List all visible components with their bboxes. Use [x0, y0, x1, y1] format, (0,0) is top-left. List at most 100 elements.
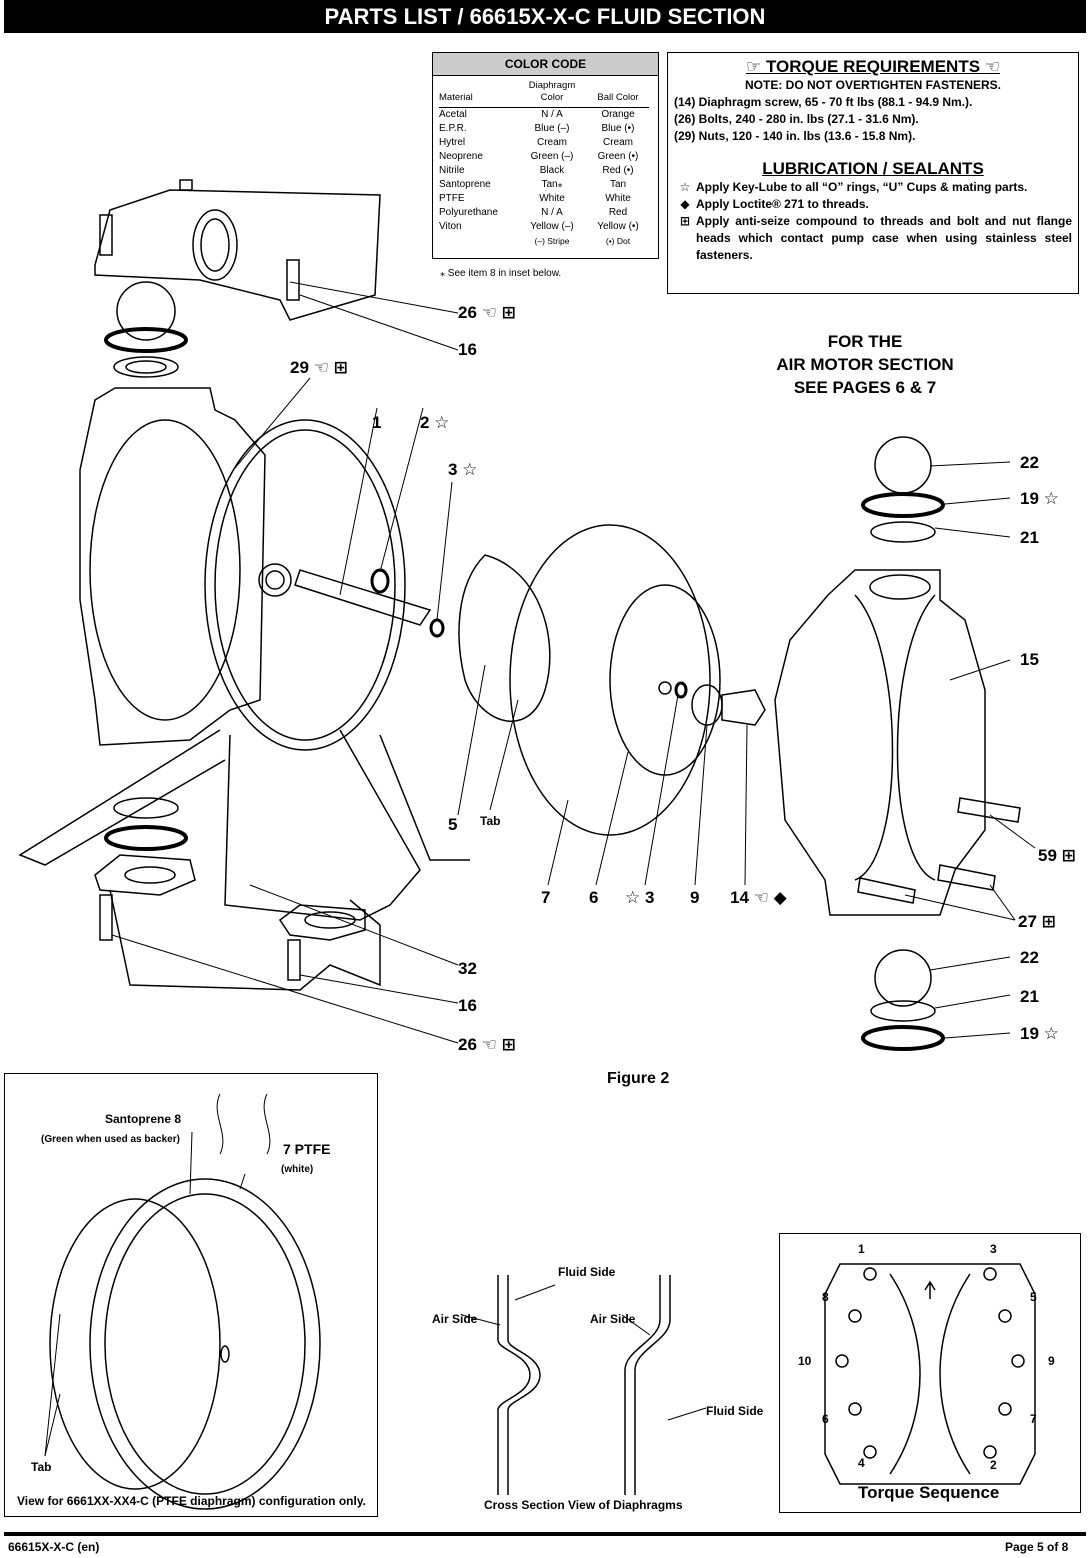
callout-19b: 19 ☆	[1020, 1024, 1059, 1043]
callout-19: 19 ☆	[1020, 489, 1059, 508]
footer-page-number: Page 5 of 8	[1005, 1540, 1069, 1554]
torque-requirements-box: ☞ TORQUE REQUIREMENTS ☜ NOTE: DO NOT OVE…	[667, 52, 1079, 294]
lube-item: ◆ Apply Loctite® 271 to threads.	[674, 196, 1072, 213]
callout-16b: 16	[458, 996, 477, 1015]
inset-ptfe-note: (white)	[281, 1164, 314, 1175]
torque-seq-3: 3	[990, 1242, 997, 1256]
callout-26: 26 ☜ ⊞	[458, 303, 516, 322]
color-code-row: Polyurethane N / A Red	[439, 206, 649, 220]
color-code-row: E.P.R.Blue (–)Blue (•)	[439, 122, 649, 136]
air-motor-note-line: AIR MOTOR SECTION	[776, 355, 954, 374]
bolt-59	[957, 797, 1021, 823]
color-code-cell-material: Santoprene	[439, 179, 491, 190]
legend-dot: (•) Dot	[605, 236, 631, 246]
color-code-cell-diaphragm: N / A	[541, 207, 563, 218]
callout-21: 21	[1020, 528, 1039, 547]
callout-3: 3 ☆	[448, 460, 478, 479]
color-code-cell-material: Polyurethane	[439, 207, 498, 218]
color-code-cell-ball: Yellow (•)	[597, 221, 639, 232]
callout-9: 9	[690, 888, 700, 907]
color-code-title: COLOR CODE	[433, 53, 658, 76]
air-side-label-1: Air Side	[432, 1312, 478, 1326]
callout-2: 2 ☆	[420, 413, 450, 432]
color-code-row: Viton Yellow (–) Yellow (•)	[439, 220, 649, 234]
screw-14	[721, 689, 766, 726]
top-manifold	[94, 179, 381, 321]
callout-6: 6	[589, 888, 599, 907]
torque-note: NOTE: DO NOT OVERTIGHTEN FASTENERS.	[744, 78, 1001, 92]
color-code-cell-diaphragm: Blue (–)	[534, 123, 570, 134]
diaphragm-7	[509, 524, 711, 836]
callout-27: 27 ⊞	[1018, 912, 1056, 931]
ball	[116, 281, 176, 341]
torque-item: (14) Diaphragm screw, 65 - 70 ft lbs (88…	[674, 95, 973, 109]
ptfe-inset-box: Santoprene 8 (Green when used as backer)…	[4, 1073, 378, 1517]
air-side-label-2: Air Side	[590, 1312, 636, 1326]
figure-label: Figure 2	[607, 1070, 670, 1087]
torque-seq-7: 7	[1030, 1412, 1037, 1426]
callout-22: 22	[1020, 453, 1039, 472]
inset-ptfe-label: 7 PTFE	[283, 1141, 331, 1157]
torque-sequence-caption: Torque Sequence	[858, 1483, 1000, 1502]
shaft	[294, 569, 432, 626]
color-code-cell-material: PTFE	[439, 193, 465, 204]
star-icon: ☆	[679, 180, 691, 194]
lube-item: ⊞Apply anti-seize compound to threads an…	[674, 213, 1072, 264]
color-code-cell-material: Acetal	[439, 109, 467, 120]
legend-stripe: (–) Stripe	[534, 236, 570, 246]
color-code-cell-ball: Orange	[601, 109, 635, 120]
torque-seq-6: 6	[822, 1412, 829, 1426]
diamond-icon: ◆	[680, 197, 690, 211]
color-code-cell-diaphragm: Green (–)	[530, 151, 574, 162]
callout-tab: Tab	[480, 814, 501, 828]
callout-15: 15	[1020, 650, 1039, 669]
color-code-cell-material: Hytrel	[439, 137, 466, 148]
air-motor-note: FOR THE AIR MOTOR SECTION SEE PAGES 6 & …	[765, 330, 965, 399]
ball	[874, 949, 932, 1007]
color-code-cell-material: E.P.R.	[439, 123, 467, 134]
color-code-cell-ball: White	[605, 193, 631, 204]
inset-caption: View for 6661XX-XX4-C (PTFE diaphragm) c…	[17, 1494, 366, 1508]
color-code-cell-material: Neoprene	[439, 151, 483, 162]
col-diaphragm: Diaphragm Color	[528, 80, 576, 103]
callout-21b: 21	[1020, 987, 1039, 1006]
callout-22b: 22	[1020, 948, 1039, 967]
color-code-cell-material: Viton	[439, 221, 462, 232]
santoprene-text: Santoprene 8	[105, 1112, 182, 1126]
inset-santoprene-note: (Green when used as backer)	[41, 1134, 180, 1145]
left-pump-case	[79, 387, 266, 746]
color-code-row: Santoprene Tan⁎ Tan	[439, 178, 649, 192]
bottom-manifold	[94, 854, 381, 991]
seat	[113, 797, 179, 819]
callout-14: 14 ☜ ◆	[730, 888, 787, 907]
color-code-cell-ball: Tan	[609, 179, 627, 190]
callout-5: 5	[448, 815, 458, 834]
leader-lines	[111, 281, 1036, 1044]
seat	[870, 1000, 936, 1022]
torque-seq-5: 5	[1030, 1290, 1037, 1304]
color-code-note: ⁎ See item 8 in inset below.	[440, 268, 562, 279]
torque-seq-1: 1	[858, 1242, 865, 1256]
lube-item-text: Apply Loctite® 271 to threads.	[696, 197, 869, 211]
torque-seq-10: 10	[798, 1354, 812, 1368]
o-ring	[861, 492, 945, 518]
ptfe-diaphragm-drawing	[44, 1093, 321, 1510]
diaphragm-plate-6	[609, 584, 721, 776]
color-code-cell-diaphragm: Black	[539, 165, 565, 176]
color-code-table: COLOR CODE Material Diaphragm Color Ball…	[432, 52, 659, 259]
o-ring	[861, 1025, 945, 1051]
o-ring	[104, 327, 188, 353]
color-code-grid: Material Diaphragm Color Ball Color Acet…	[439, 80, 649, 248]
callout-1: 1	[372, 413, 382, 432]
torque-title: ☞ TORQUE REQUIREMENTS ☜	[674, 57, 1072, 77]
color-code-cell-diaphragm: White	[539, 193, 565, 204]
color-code-cell-ball: Red	[608, 207, 628, 218]
torque-seq-9: 9	[1048, 1354, 1055, 1368]
antiseize-icon: ⊞	[679, 214, 691, 228]
color-code-cell-diaphragm: Yellow (–)	[530, 221, 574, 232]
color-code-cell-diaphragm: Tan⁎	[541, 179, 563, 190]
